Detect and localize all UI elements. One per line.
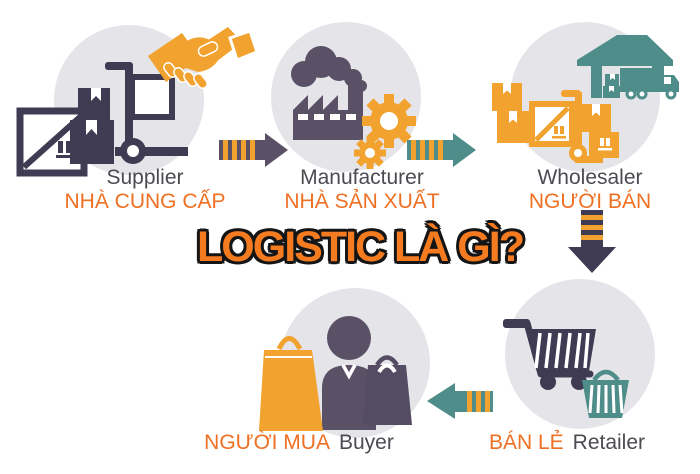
boxes-icon xyxy=(492,83,619,158)
shopping-bag-icon xyxy=(363,355,412,425)
page-title: LOGISTIC LÀ GÌ? xyxy=(197,223,525,271)
arrow-wholesaler-to-retailer xyxy=(568,210,616,273)
gears-icon xyxy=(354,94,416,169)
buyer-label-vi: NGƯỜI MUA xyxy=(204,431,330,454)
buyer-icon xyxy=(259,316,412,431)
buyer-label-en: Buyer xyxy=(338,431,394,454)
shopping-cart-icon xyxy=(503,319,596,390)
handshake-icon xyxy=(148,27,258,90)
truck-icon xyxy=(620,68,679,100)
retailer-label-vi: BÁN LẺ xyxy=(488,431,564,454)
person-icon xyxy=(322,316,376,430)
boxes-icon xyxy=(70,88,114,164)
wholesaler-label-vi: NGƯỜI BÁN xyxy=(528,190,652,213)
manufacturer-label-vi: NHÀ SẢN XUẤT xyxy=(284,190,440,213)
wholesaler-label-en: Wholesaler xyxy=(537,166,643,189)
supplier-label-en: Supplier xyxy=(106,166,184,189)
retailer-label: BÁN LẺ Retailer xyxy=(437,431,697,455)
shopping-bag-icon xyxy=(259,336,323,431)
supplier-label-vi: NHÀ CUNG CẤP xyxy=(64,190,226,213)
arrow-retailer-to-buyer xyxy=(427,383,493,419)
manufacturer-circle xyxy=(271,22,421,172)
supplier-goods-icon xyxy=(16,62,188,177)
wholesaler-goods-icon xyxy=(492,83,619,163)
retailer-icon xyxy=(503,319,629,418)
shopping-basket-icon xyxy=(582,369,629,418)
factory-icon xyxy=(291,46,416,169)
arrow-supplier-to-manufacturer xyxy=(219,133,288,167)
hand-truck-icon xyxy=(561,90,603,163)
hand-truck-icon xyxy=(105,62,188,164)
retailer-label-en: Retailer xyxy=(572,431,646,454)
arrow-manufacturer-to-wholesaler xyxy=(407,133,476,167)
manufacturer-label-en: Manufacturer xyxy=(300,166,424,189)
crate-icon xyxy=(529,101,575,147)
smoke-icon xyxy=(291,46,367,92)
buyer-label: NGƯỜI MUA Buyer xyxy=(169,431,429,455)
warehouse-truck-icon xyxy=(577,35,679,100)
